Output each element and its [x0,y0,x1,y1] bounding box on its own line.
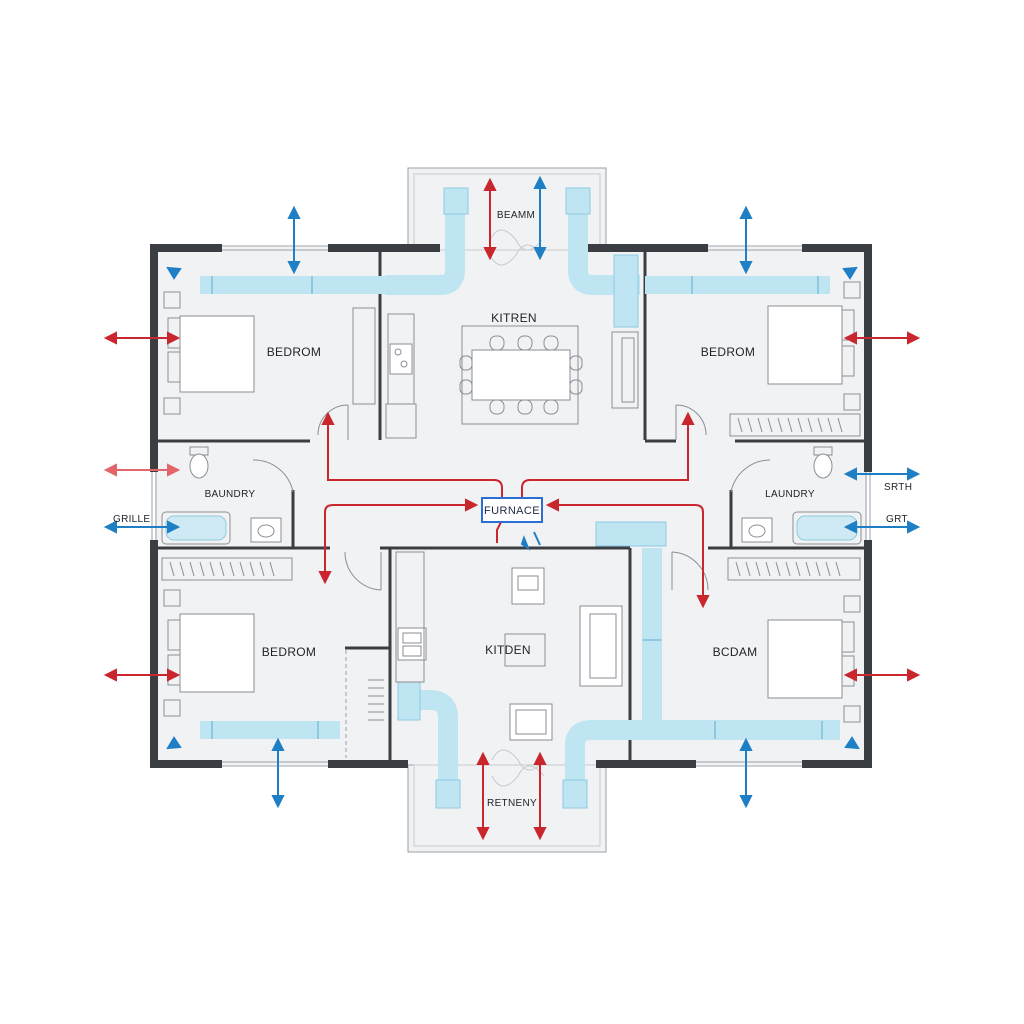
bedroom-sw-label: BEDROM [262,645,316,659]
bathtub-icon [161,511,862,545]
south-bay-label: RETNENY [487,798,537,809]
bay-outlines [407,167,607,853]
grt-label: GRT [886,514,908,525]
stove-icon [509,703,553,741]
bay-fan-marks [489,229,545,787]
bedroom-se-label: BCDAM [713,645,758,659]
dining-table-icon [459,325,583,425]
sink-icon [250,517,773,661]
closet-rods [161,413,861,721]
airflow-arrow-icon [103,175,921,841]
toilet-icon [189,446,833,479]
return-air-lines [533,531,541,546]
grille-label: GRILLE [113,514,150,525]
bedroom-ne-label: BEDROM [701,345,755,359]
supply-air-lines [324,420,704,600]
kitchen-bottom-label: KITDEN [485,643,531,657]
furnace-unit [481,497,543,523]
exterior-walls [150,244,872,768]
srth-label: SRTH [884,482,912,493]
door-swing-icon [252,404,771,591]
furnace-label: FURNACE [484,505,540,517]
bedroom-nw-label: BEDROM [267,345,321,359]
bed-icon [163,281,861,723]
kitchen-counter [352,307,639,683]
sofa-icon [504,567,623,687]
laundry-e-label: LAUNDRY [765,489,815,500]
laundry-w-label: BAUNDRY [205,489,256,500]
ductwork [200,187,840,809]
kitchen-top-label: KITREN [491,311,537,325]
north-bay-label: BEAMM [497,210,535,221]
room-labels: BEAMM KITREN BEDROM BEDROM BAUNDRY LAUND… [113,210,912,809]
